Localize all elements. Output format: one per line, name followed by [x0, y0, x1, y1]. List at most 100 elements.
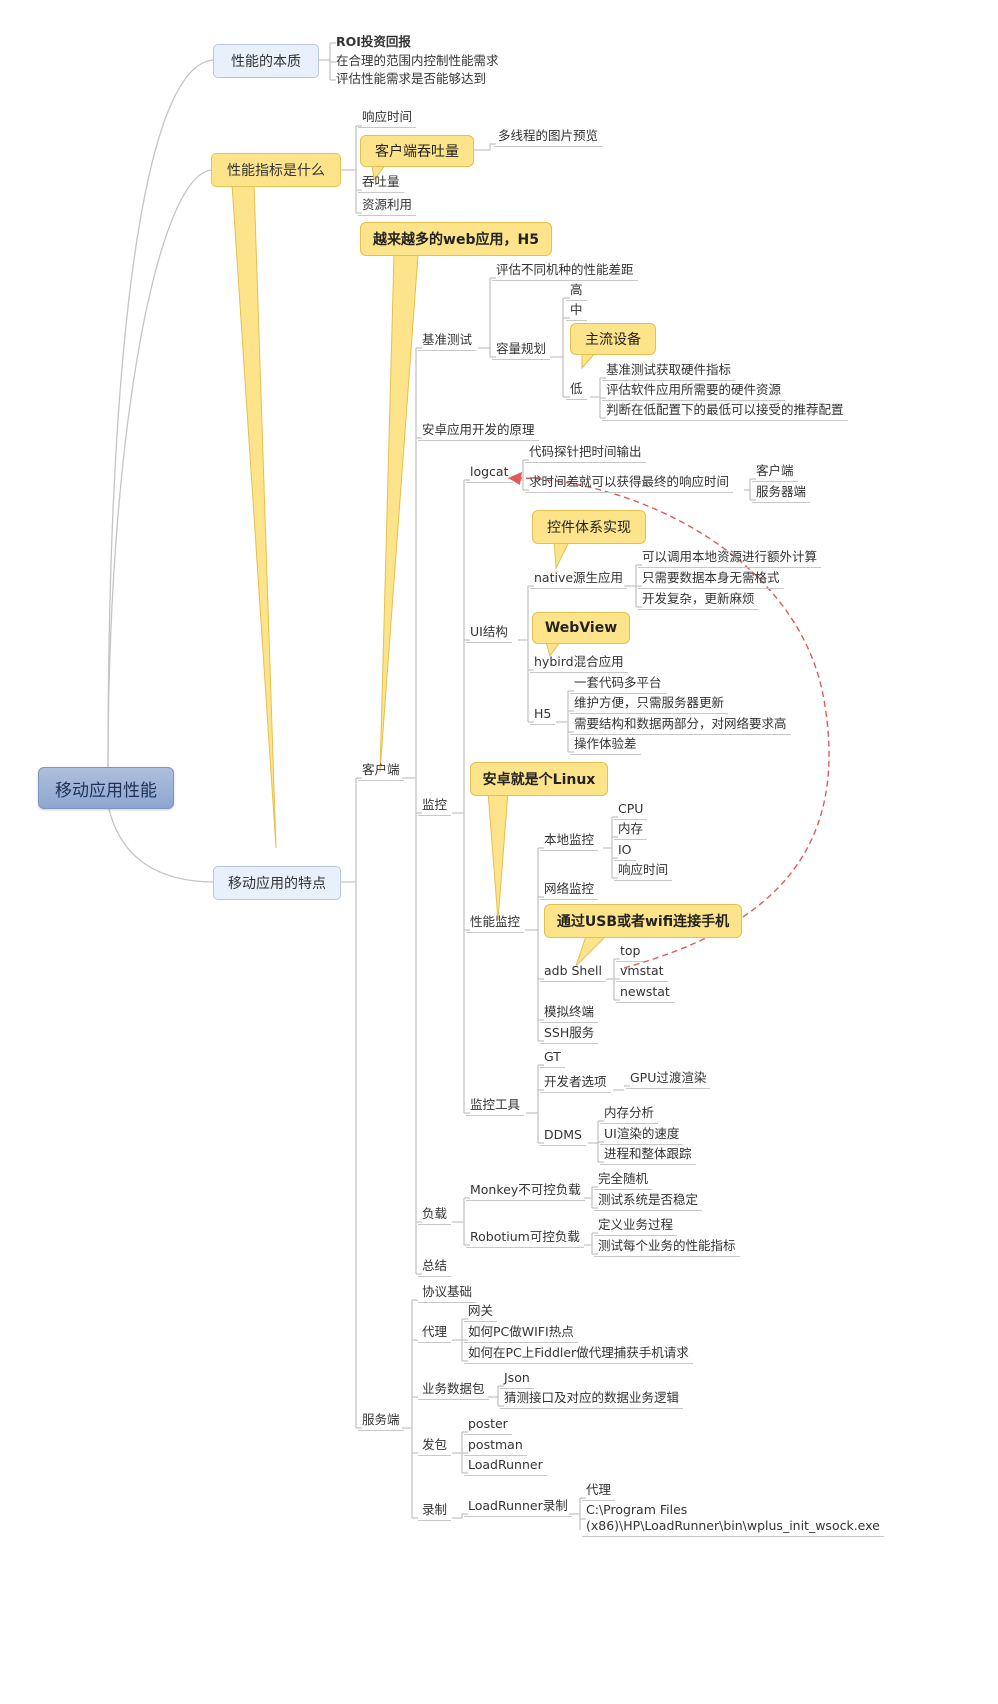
metric-throughput[interactable]: 吞吐量	[358, 174, 404, 193]
server-send[interactable]: 发包	[418, 1437, 452, 1456]
node-client[interactable]: 客户端	[358, 762, 404, 781]
ui-hybrid[interactable]: hybird混合应用	[530, 654, 628, 673]
node-summary[interactable]: 总结	[418, 1258, 452, 1277]
local-item[interactable]: 内存	[614, 821, 648, 840]
load-robotium[interactable]: Robotium可控负载	[466, 1229, 584, 1248]
relationship-arrowhead	[508, 472, 522, 485]
native-item[interactable]: 只需要数据本身无需格式	[638, 570, 784, 589]
callout-control-system-label: 控件体系实现	[547, 520, 631, 536]
node-logcat[interactable]: logcat	[466, 464, 513, 483]
native-item[interactable]: 开发复杂，更新麻烦	[638, 591, 759, 610]
record-item-path-line2[interactable]: (x86)\HP\LoadRunner\bin\wplus_init_wsock…	[582, 1518, 884, 1537]
record-item-proxy[interactable]: 代理	[582, 1482, 616, 1501]
record-loadrunner[interactable]: LoadRunner录制	[464, 1498, 572, 1517]
callout-webview[interactable]: WebView	[532, 612, 630, 644]
monkey-item[interactable]: 测试系统是否稳定	[594, 1192, 703, 1211]
tool-dev-options[interactable]: 开发者选项	[540, 1074, 611, 1093]
perf-local[interactable]: 本地监控	[540, 832, 599, 851]
server-business[interactable]: 业务数据包	[418, 1381, 489, 1400]
low-item[interactable]: 基准测试获取硬件指标	[602, 362, 736, 381]
ddms-item[interactable]: 进程和整体跟踪	[600, 1146, 696, 1165]
capacity-low[interactable]: 低	[566, 381, 587, 400]
edge-root-features	[107, 804, 216, 883]
node-monitor-tools[interactable]: 监控工具	[466, 1097, 525, 1116]
branch-metrics[interactable]: 性能指标是什么	[211, 153, 341, 187]
h5-item[interactable]: 维护方便，只需服务器更新	[570, 695, 729, 714]
business-item[interactable]: 猜测接口及对应的数据业务逻辑	[500, 1390, 684, 1409]
metric-response-time[interactable]: 响应时间	[358, 109, 417, 128]
logcat-probe[interactable]: 代码探针把时间输出	[525, 444, 646, 463]
benchmark-eval[interactable]: 评估不同机种的性能差距	[492, 262, 638, 281]
logcat-client[interactable]: 客户端	[752, 463, 798, 482]
proxy-item[interactable]: 如何在PC上Fiddler做代理捕获手机请求	[464, 1345, 693, 1364]
root-node[interactable]: 移动应用性能	[38, 767, 174, 809]
logcat-server[interactable]: 服务器端	[752, 484, 811, 503]
low-item[interactable]: 评估软件应用所需要的硬件资源	[602, 382, 786, 401]
monkey-item[interactable]: 完全随机	[594, 1171, 653, 1190]
tool-ddms[interactable]: DDMS	[540, 1127, 586, 1146]
server-proxy[interactable]: 代理	[418, 1324, 452, 1343]
node-perf-monitor[interactable]: 性能监控	[466, 914, 525, 933]
callout-control-system[interactable]: 控件体系实现	[532, 510, 646, 544]
relationship-arrow	[517, 477, 830, 969]
branch-features[interactable]: 移动应用的特点	[213, 866, 341, 900]
send-item[interactable]: postman	[464, 1437, 527, 1456]
adb-item[interactable]: newstat	[616, 984, 674, 1003]
adb-item[interactable]: top	[616, 943, 645, 962]
h5-item[interactable]: 操作体验差	[570, 736, 641, 755]
node-monitor[interactable]: 监控	[418, 797, 452, 816]
robotium-item[interactable]: 定义业务过程	[594, 1217, 678, 1236]
server-protocol[interactable]: 协议基础	[418, 1284, 477, 1303]
callout-linux[interactable]: 安卓就是个Linux	[470, 762, 608, 796]
load-monkey[interactable]: Monkey不可控负载	[466, 1182, 585, 1201]
ddms-item[interactable]: 内存分析	[600, 1105, 659, 1124]
perf-emulator[interactable]: 模拟终端	[540, 1004, 599, 1023]
node-benchmark[interactable]: 基准测试	[418, 332, 477, 351]
record-item-path-line1[interactable]: C:\Program Files	[586, 1502, 688, 1517]
ui-native[interactable]: native源生应用	[530, 570, 628, 589]
local-item[interactable]: IO	[614, 842, 636, 861]
proxy-item[interactable]: 网关	[464, 1303, 498, 1322]
branch-essence[interactable]: 性能的本质	[213, 44, 319, 78]
edge-proxy	[452, 1318, 468, 1362]
essence-item-control[interactable]: 在合理的范围内控制性能需求	[336, 53, 499, 68]
node-android-principle[interactable]: 安卓应用开发的原理	[418, 422, 539, 441]
tool-gpu[interactable]: GPU过渡渲染	[626, 1070, 711, 1089]
metric-resource[interactable]: 资源利用	[358, 197, 417, 216]
adb-item[interactable]: vmstat	[616, 963, 668, 982]
local-item[interactable]: CPU	[614, 801, 648, 820]
benchmark-capacity[interactable]: 容量规划	[492, 341, 551, 360]
callout-mainstream[interactable]: 主流设备	[570, 323, 656, 355]
edge-essence-items	[318, 42, 336, 81]
callout-web-apps[interactable]: 越来越多的web应用，H5	[360, 222, 552, 256]
essence-item-roi[interactable]: ROI投资回报	[332, 34, 415, 52]
business-item[interactable]: Json	[500, 1370, 534, 1389]
node-server[interactable]: 服务端	[358, 1412, 404, 1431]
node-ui-structure[interactable]: UI结构	[466, 624, 512, 643]
tool-gt[interactable]: GT	[540, 1049, 565, 1068]
perf-adb-shell[interactable]: adb Shell	[540, 963, 606, 982]
perf-ssh[interactable]: SSH服务	[540, 1025, 599, 1044]
capacity-high[interactable]: 高	[566, 282, 587, 301]
local-item[interactable]: 响应时间	[614, 862, 673, 881]
send-item[interactable]: LoadRunner	[464, 1457, 547, 1476]
server-record[interactable]: 录制	[418, 1502, 452, 1521]
robotium-item[interactable]: 测试每个业务的性能指标	[594, 1238, 740, 1257]
low-item[interactable]: 判断在低配置下的最低可以接受的推荐配置	[602, 402, 848, 421]
callout-usb-wifi[interactable]: 通过USB或者wifi连接手机	[544, 904, 742, 938]
callout-client-throughput[interactable]: 客户端吞吐量	[360, 135, 474, 167]
logcat-diff[interactable]: 求时间差就可以获得最终的响应时间	[525, 474, 734, 493]
h5-item[interactable]: 需要结构和数据两部分，对网络要求高	[570, 716, 791, 735]
node-load[interactable]: 负载	[418, 1206, 452, 1225]
ui-h5[interactable]: H5	[530, 706, 556, 725]
send-item[interactable]: poster	[464, 1416, 512, 1435]
metric-callout-child[interactable]: 多线程的图片预览	[494, 128, 603, 147]
perf-network[interactable]: 网络监控	[540, 881, 599, 900]
ddms-item[interactable]: UI渲染的速度	[600, 1126, 684, 1145]
essence-item-evaluate[interactable]: 评估性能需求是否能够达到	[336, 71, 487, 86]
capacity-mid[interactable]: 中	[566, 302, 587, 321]
h5-item[interactable]: 一套代码多平台	[570, 675, 666, 694]
edge-adb	[606, 958, 620, 1001]
native-item[interactable]: 可以调用本地资源进行额外计算	[638, 549, 822, 568]
proxy-item[interactable]: 如何PC做WIFI热点	[464, 1324, 578, 1343]
